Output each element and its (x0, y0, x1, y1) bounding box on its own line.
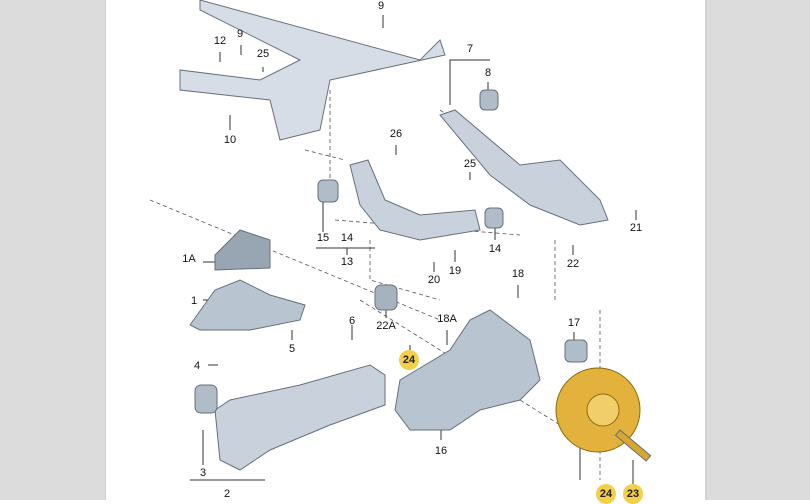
subframe (179, 0, 446, 141)
mount-bracket (189, 279, 306, 331)
callout-lines (190, 15, 637, 485)
part-label: 18 (511, 268, 525, 280)
part-label: 16 (434, 445, 448, 457)
upper-control-arm (349, 159, 481, 241)
lower-control-arm (439, 109, 609, 226)
part-label: 15 (316, 232, 330, 244)
highlighted-part-label: 23 (623, 484, 643, 504)
part-label: 10 (223, 134, 237, 146)
highlighted-part-label: 24 (399, 350, 419, 370)
part-label: 1 (190, 295, 198, 307)
parts (179, 0, 652, 471)
part-label: 22A (376, 320, 396, 332)
part-label: 1A (182, 253, 196, 265)
part-label: 6 (348, 315, 356, 327)
right-margin-panel (705, 0, 810, 500)
part-label: 4 (193, 360, 201, 372)
mount-cap (214, 229, 271, 271)
part-label: 25 (256, 48, 270, 60)
part-label: 22 (566, 258, 580, 270)
left-margin-panel (0, 0, 106, 500)
part-label: 9 (236, 28, 244, 40)
part-label: 26 (389, 128, 403, 140)
part-label: 13 (340, 256, 354, 268)
bushing (194, 384, 218, 414)
part-label: 5 (288, 343, 296, 355)
part-label: 8 (484, 67, 492, 79)
part-label: 17 (567, 317, 581, 329)
part-label: 19 (448, 265, 462, 277)
part-label: 14 (340, 232, 354, 244)
part-label: 9 (377, 0, 385, 12)
trailing-arm (214, 364, 386, 471)
part-label: 3 (199, 467, 207, 479)
part-label: 25 (463, 158, 477, 170)
part-label: 21 (629, 222, 643, 234)
part-label: 2 (223, 488, 231, 500)
part-label: 18A (437, 313, 457, 325)
part-label: 12 (213, 35, 227, 47)
part-label: 14 (488, 243, 502, 255)
highlighted-part-label: 24 (596, 484, 616, 504)
part-label: 7 (466, 43, 474, 55)
wheel-carrier (394, 309, 541, 431)
part-label: 20 (427, 274, 441, 286)
hub-bolt (614, 429, 652, 462)
